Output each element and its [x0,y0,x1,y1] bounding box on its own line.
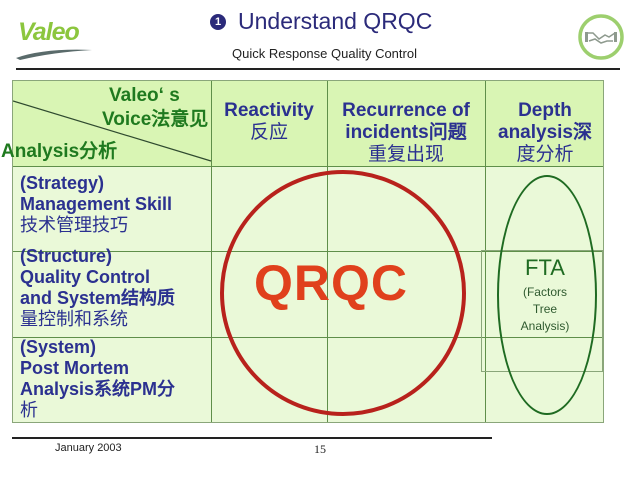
fta-description: (Factors Tree Analysis) [520,285,570,333]
corner-header-line1: Valeo‘ s [109,85,180,106]
title-number-badge: 1 [210,14,226,30]
row-header-structure: (Structure) Quality Control and System结构… [20,246,176,329]
qrqc-circle [220,170,466,416]
corner-header-line2: Voice法意见 [102,109,209,130]
row-header-system: (System) Post Mortem Analysis系统PM分 析 [20,337,176,420]
fta-ellipse [497,175,597,415]
row-header-strategy: (Strategy) Management Skill 技术管理技巧 [20,173,173,235]
column-header-reactivity: Reactivity 反应 [224,100,314,143]
title-text: Understand QRQC [238,8,433,34]
fta-label: FTA [525,255,565,280]
table-header-row [13,81,603,166]
logo-text: Valeo [18,18,80,46]
corner-diagonal-line [13,100,212,162]
page-title: 1 Understand QRQC [210,8,432,35]
handshake-icon [578,14,624,60]
logo-swoosh-icon [16,49,92,60]
valeo-logo: Valeo [14,18,94,60]
page-number: 15 [314,442,326,456]
qrqc-label: QRQC [254,255,408,311]
footer-date: January 2003 [55,442,122,454]
column-header-recurrence: Recurrence of incidents问题 重复出现 [342,100,470,165]
row-divider [13,166,603,167]
column-header-depth-analysis: Depth analysis深 度分析 [498,100,592,165]
footer-divider [12,437,492,439]
page-subtitle: Quick Response Quality Control [232,46,417,61]
header-divider [16,68,620,70]
corner-header-analysis: Analysis分析 [1,141,118,162]
